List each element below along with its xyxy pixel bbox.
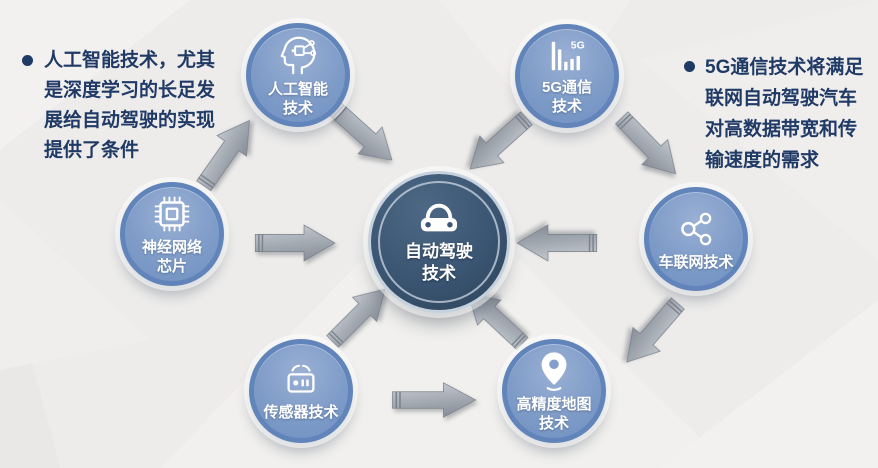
node-iov-technology: 车联网技术 (644, 187, 748, 291)
right-note: 5G通信技术将满足 联网自动驾驶汽车 对高数据带宽和传 输速度的需求 (684, 52, 877, 176)
bullet-dot (22, 55, 33, 66)
bullet-dot (684, 61, 695, 72)
right-note-text: 5G通信技术将满足 联网自动驾驶汽车 对高数据带宽和传 输速度的需求 (705, 52, 877, 176)
arrow-chip-to-ai (182, 106, 269, 203)
arrow-5g-to-center (453, 98, 545, 187)
arrow-iov-to-map (608, 285, 698, 379)
node-sensor-technology: 传感器技术 (249, 339, 353, 443)
node-label-line: 传感器技术 (263, 403, 339, 421)
arrow-map-to-center (452, 276, 541, 363)
chip-icon (150, 192, 194, 236)
svg-text:5G: 5G (571, 40, 585, 51)
note-line: 5G通信技术将满足 (705, 57, 864, 78)
arrow-5g-to-iov (602, 99, 693, 191)
node-label-line: 技术 (282, 100, 313, 117)
arrow-ai-to-center (317, 89, 409, 178)
node-label: 5G通信 技术 (542, 78, 592, 116)
5g-signal-icon: 5G (545, 36, 589, 76)
node-neural-chip: 神经网络 芯片 (120, 182, 224, 286)
node-label-line: 技术 (538, 415, 569, 432)
node-label-line: 技术 (551, 98, 582, 115)
center-node-autonomous-driving: 自动驾驶 技术 (371, 174, 507, 310)
node-label-line: 神经网络 (141, 239, 202, 256)
arrow-sensor-to-center (314, 272, 402, 360)
node-label: 车联网技术 (658, 253, 733, 272)
node-5g-technology: 5G 5G通信 技术 (515, 24, 619, 128)
note-line: 人工智能技术，尤其 (44, 50, 216, 71)
node-label: 高精度地图 技术 (516, 395, 591, 433)
arrow-iov-to-center (515, 220, 601, 266)
node-hd-map-technology: 高精度地图 技术 (502, 339, 606, 443)
node-label-line: 芯片 (156, 258, 187, 275)
node-label-line: 车联网技术 (658, 253, 734, 271)
node-label: 传感器技术 (263, 403, 338, 422)
node-label: 人工智能 技术 (268, 80, 328, 118)
map-pin-icon (532, 349, 576, 393)
node-label-line: 人工智能 (267, 81, 328, 98)
left-note-text: 人工智能技术，尤其 是深度学习的长足发 展给自动驾驶的实现 提供了条件 (44, 46, 226, 166)
note-line: 提供了条件 (44, 140, 140, 161)
node-ai-technology: 人工智能 技术 (246, 23, 350, 127)
node-label-line: 高精度地图 (516, 396, 592, 413)
center-inner-ring (378, 181, 500, 303)
note-line: 展给自动驾驶的实现 (44, 110, 216, 131)
arrow-chip-to-center (251, 220, 337, 266)
left-note: 人工智能技术，尤其 是深度学习的长足发 展给自动驾驶的实现 提供了条件 (22, 46, 226, 166)
node-label-line: 5G通信 (541, 79, 592, 96)
note-line: 对高数据带宽和传 (705, 119, 858, 140)
note-line: 联网自动驾驶汽车 (705, 88, 858, 109)
node-label: 神经网络 芯片 (142, 238, 202, 276)
arrow-sensor-to-map (388, 378, 478, 422)
share-network-icon (674, 207, 718, 251)
ai-head-icon (275, 32, 321, 78)
sensor-remote-icon (279, 361, 323, 401)
note-line: 输速度的需求 (705, 150, 820, 171)
note-line: 是深度学习的长足发 (44, 80, 216, 101)
